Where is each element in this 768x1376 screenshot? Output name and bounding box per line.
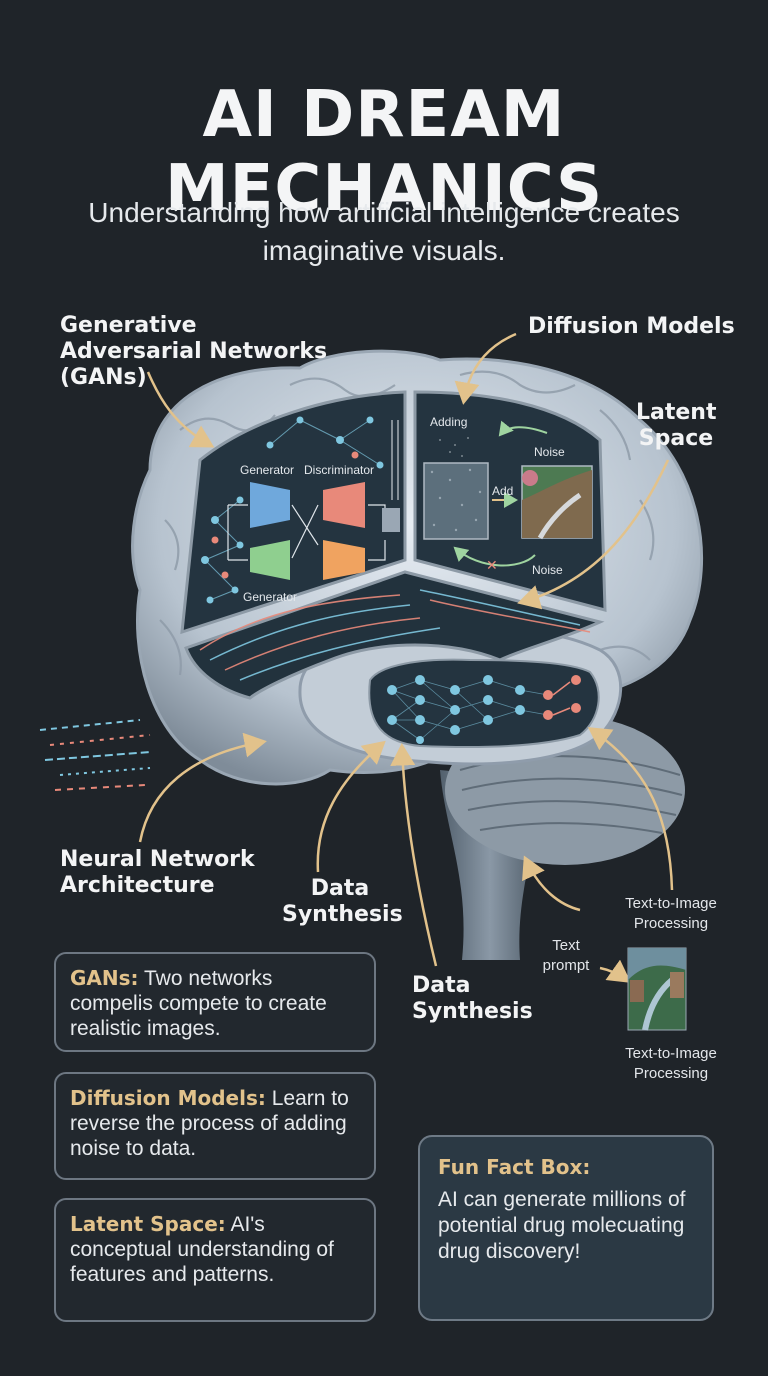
latent-callout-label: Latent Space bbox=[636, 400, 717, 451]
diffusion-callout-label: Diffusion Models bbox=[528, 314, 735, 339]
svg-text:✕: ✕ bbox=[486, 558, 498, 574]
gan-discriminator-label: Discriminator bbox=[304, 463, 374, 477]
card-term: Latent Space: bbox=[70, 1212, 226, 1236]
card-text: AI's conceptual understanding of feature… bbox=[70, 1213, 334, 1286]
page-subtitle: Understanding how artificial intelligenc… bbox=[88, 197, 680, 266]
diffusion-adding-label: Adding bbox=[430, 415, 467, 429]
neural-network-graphic bbox=[387, 675, 581, 744]
data-streams bbox=[39, 719, 151, 791]
diffusion-add-label: Add bbox=[492, 484, 513, 498]
text-prompt-label: Text prompt bbox=[542, 937, 590, 974]
neural-network-panel bbox=[368, 658, 600, 748]
card-diffusion: Diffusion Models: Learn to reverse the p… bbox=[54, 1072, 376, 1180]
card-text: Two networks compelis compete to create … bbox=[70, 967, 327, 1040]
page-title: AI DREAM MECHANICS bbox=[164, 78, 604, 226]
synthesis-callout-label-1: Data Synthesis bbox=[282, 876, 403, 927]
fun-fact-title: Fun Fact Box: bbox=[438, 1155, 591, 1179]
t2i-callout-top: Text-to-Image Processing bbox=[625, 895, 717, 932]
diffusion-noise-top-label: Noise bbox=[534, 445, 565, 459]
fun-fact-box: Fun Fact Box: AI can generate millions o… bbox=[418, 1135, 714, 1321]
diffusion-noise-bottom-label: Noise bbox=[532, 563, 563, 577]
gan-generator-bottom-label: Generator bbox=[243, 590, 297, 604]
gan-network bbox=[201, 416, 400, 604]
diffusion-graphic: ✕ bbox=[423, 420, 593, 574]
card-term: GANs: bbox=[70, 966, 139, 990]
card-latent: Latent Space: AI's conceptual understand… bbox=[54, 1198, 376, 1322]
fun-fact-body: AI can generate millions of potential dr… bbox=[438, 1188, 686, 1263]
callout-arrows bbox=[138, 332, 674, 983]
gans-callout-label: Generative Adversarial Networks (GANs) bbox=[60, 313, 328, 390]
text-to-image-thumbnail bbox=[627, 947, 687, 1031]
card-text: Learn to reverse the process of adding n… bbox=[70, 1087, 349, 1160]
card-gans: GANs: Two networks compelis compete to c… bbox=[54, 952, 376, 1052]
synthesis-callout-label-2: Data Synthesis bbox=[412, 973, 533, 1024]
lower-panel bbox=[184, 570, 605, 700]
gan-generator-top-label: Generator bbox=[240, 463, 294, 477]
card-term: Diffusion Models: bbox=[70, 1086, 266, 1110]
t2i-callout-bottom: Text-to-Image Processing bbox=[625, 1045, 717, 1082]
neural-callout-label: Neural Network Architecture bbox=[60, 847, 255, 898]
